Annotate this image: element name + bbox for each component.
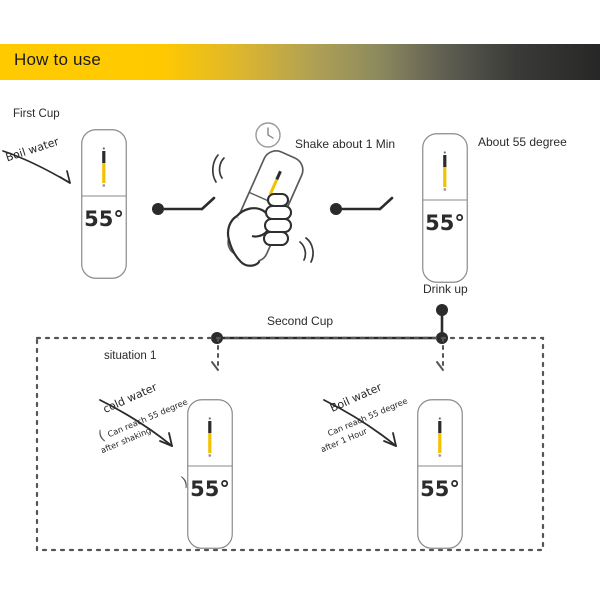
situation-1-label: situation 1 [104,350,157,362]
branch-drop-arrow-left [211,337,219,371]
result-cup-temperature: 55° [425,211,465,235]
boil-water-arrow [2,150,71,184]
boil-water-arrow-lower [323,399,397,447]
flow-connector-1 [152,196,216,215]
first-cup: 55° [81,129,127,279]
hand-holding-cup-icon: 55° [212,150,314,267]
boil-water-cup: 55° [417,399,463,549]
result-cup: 55° [422,133,468,283]
boil-water-cup-temperature: 55° [420,477,460,501]
page-title: How to use [14,50,102,69]
situation-dashed-container [35,336,545,552]
header-banner [0,44,600,80]
second-cup-label: Second Cup [267,314,334,328]
first-cup-temperature: 55° [84,207,124,231]
drink-up-label: Drink up [423,282,468,296]
shake-instruction-label: Shake about 1 Min [295,137,396,151]
clock-icon [255,122,281,148]
cold-water-arrow [99,399,173,447]
about-55-degree-label: About 55 degree [478,135,567,149]
branch-drop-arrow-right [436,337,444,371]
cold-water-cup: 55° [187,399,233,549]
flow-connector-2 [330,196,394,215]
cold-water-cup-temperature: 55° [190,477,230,501]
first-cup-label: First Cup [13,108,60,120]
